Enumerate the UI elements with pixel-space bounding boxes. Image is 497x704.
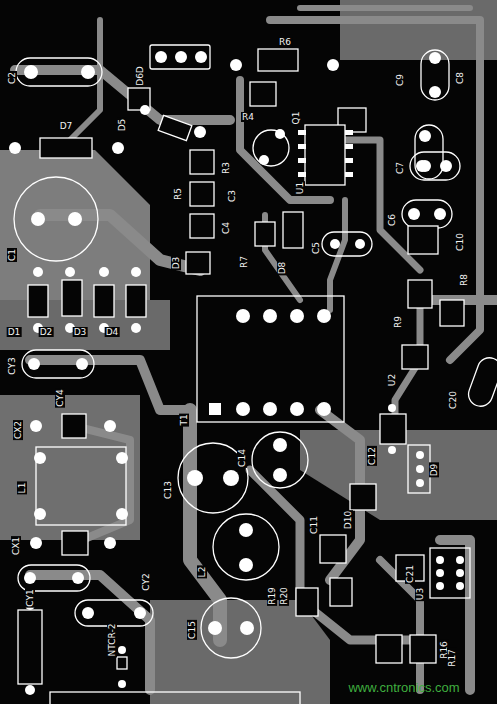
copper-trace — [15, 8, 497, 690]
part-designator: CY3 — [7, 356, 17, 375]
part-designator: C8 — [455, 71, 465, 85]
part-designator: D8 — [277, 261, 287, 276]
part-designator: C5 — [311, 241, 321, 255]
chip-lead — [298, 144, 306, 149]
part-designator: R19 — [267, 586, 277, 606]
part-designator: R3 — [221, 161, 231, 175]
part-designator: D1 — [7, 327, 22, 337]
part-designator: C10 — [455, 232, 465, 252]
part-designator: R9 — [393, 315, 403, 329]
part-designator: R4 — [241, 112, 255, 122]
part-designator: D10 — [343, 510, 353, 530]
part-designator: C12 — [367, 446, 377, 466]
part-designator: D7 — [59, 121, 74, 131]
watermark: www.cntronics.com — [347, 681, 460, 695]
silkscreen-outline — [14, 45, 497, 704]
chip-lead — [345, 158, 353, 163]
part-designator: C20 — [448, 390, 458, 410]
part-designator: R7 — [239, 255, 249, 269]
part-designator: C1 — [7, 248, 17, 262]
part-designator: CX2 — [13, 420, 23, 440]
chip-lead — [298, 130, 306, 135]
part-designator: D3 — [73, 327, 88, 337]
part-designator: CY2 — [141, 572, 151, 591]
part-designator: CX1 — [11, 536, 21, 556]
part-designator: D3 — [171, 256, 181, 271]
part-designator: L2 — [197, 566, 207, 579]
part-designator: C3 — [227, 189, 237, 203]
part-designator: D4 — [105, 327, 120, 337]
solder-pad — [9, 51, 464, 695]
part-designator: Q1 — [291, 111, 301, 126]
part-designator: D2 — [39, 327, 54, 337]
part-designator: NTCR-2 — [107, 623, 117, 658]
chip-lead — [298, 158, 306, 163]
part-designator: CY4 — [55, 388, 65, 407]
chip-lead — [345, 144, 353, 149]
part-designator: T1 — [179, 413, 189, 426]
part-designator: R6 — [278, 37, 292, 47]
part-designator: U2 — [387, 373, 397, 387]
part-designator: R8 — [459, 273, 469, 287]
part-designator: R17 — [447, 648, 457, 668]
part-designator: CY1 — [25, 588, 35, 607]
chip-lead — [345, 172, 353, 177]
part-designator: C11 — [309, 515, 319, 535]
part-designator: C2 — [7, 71, 17, 85]
part-designator: C15 — [187, 620, 197, 640]
part-designator: R5 — [173, 187, 183, 201]
part-designator: L1 — [17, 482, 27, 495]
part-designator: D9 — [429, 463, 439, 478]
chip-lead — [345, 130, 353, 135]
part-designator: C4 — [221, 221, 231, 235]
part-designator: R20 — [279, 586, 289, 606]
part-designator: U1 — [295, 181, 305, 195]
part-designator: C13 — [163, 480, 173, 500]
chip-leads — [298, 130, 353, 177]
chip-lead — [298, 172, 306, 177]
part-designator: U3 — [415, 587, 425, 601]
part-designator: D6D — [135, 65, 145, 87]
part-designator: C6 — [387, 213, 397, 227]
part-designator: C21 — [405, 564, 415, 584]
part-designator: C9 — [395, 73, 405, 87]
part-designator: C14 — [237, 448, 247, 468]
part-designator: D5 — [117, 118, 127, 133]
component-body — [18, 49, 464, 684]
part-designator: C7 — [395, 161, 405, 175]
